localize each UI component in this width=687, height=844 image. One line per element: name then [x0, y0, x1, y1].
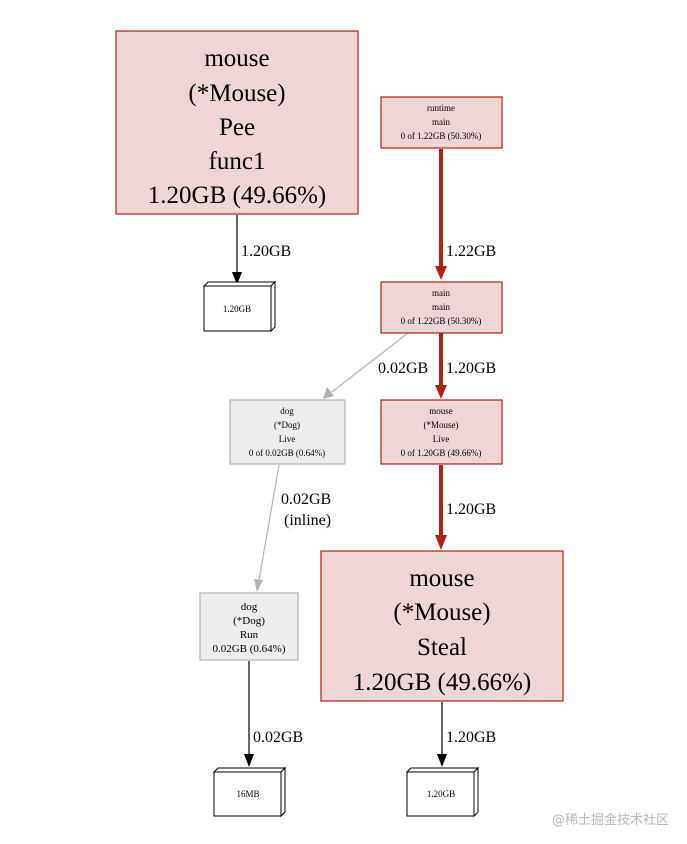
node-label-line: Run [240, 629, 259, 641]
edge-label-inline: (inline) [284, 512, 331, 529]
edge-label-main-dog: 0.02GB [378, 360, 428, 377]
node-label-line: main [432, 302, 450, 312]
alloc-box-steal: 1.20GB [405, 766, 480, 818]
node-label-value: 0 of 1.20GB (49.66%) [401, 448, 482, 458]
node-label-value: 0 of 0.02GB (0.64%) [249, 448, 325, 458]
alloc-box-label: 1.20GB [427, 789, 455, 799]
edge-label-runtime-main: 1.22GB [446, 243, 496, 260]
node-label-line: Pee [219, 114, 255, 141]
node-label-line: Live [433, 434, 450, 444]
edge-main-to-dog: 0.02GB [323, 332, 428, 399]
node-label-line: runtime [427, 103, 455, 113]
node-mouse-pee-func1: mouse (*Mouse) Pee func1 1.20GB (49.66%) [115, 30, 359, 215]
node-label-value: 0.02GB (0.64%) [212, 643, 285, 655]
node-label-value: 0 of 1.22GB (50.30%) [401, 316, 482, 326]
edge-label-steal-box: 1.20GB [446, 729, 496, 746]
node-label-line: dog [280, 406, 294, 416]
edge-pee-to-box: 1.20GB [232, 215, 291, 285]
edge-main-to-mouse-live: 1.20GB [435, 333, 496, 399]
alloc-box-pee: 1.20GB [202, 280, 277, 333]
node-label-line: (*Dog) [233, 615, 265, 627]
edge-steal-to-box: 1.20GB [437, 702, 496, 767]
node-label-line: Steal [417, 634, 467, 661]
edge-live-to-steal: 1.20GB [435, 465, 496, 550]
edge-label-dog-live-run: 0.02GB [281, 491, 331, 508]
node-label-line: (*Mouse) [393, 599, 490, 626]
node-label-line: (*Dog) [274, 420, 300, 430]
node-label-value: 0 of 1.22GB (50.30%) [401, 131, 482, 141]
edge-label-dog-run-box: 0.02GB [253, 729, 303, 746]
node-runtime-main: runtime main 0 of 1.22GB (50.30%) [380, 96, 503, 149]
edge-runtime-to-main: 1.22GB [435, 149, 496, 280]
node-label-line: mouse [204, 45, 269, 72]
edge-label-pee: 1.20GB [241, 243, 291, 260]
node-label-line: dog [241, 601, 258, 613]
node-label-line: Live [279, 434, 296, 444]
edge-dog-live-to-run: 0.02GB (inline) [254, 464, 331, 592]
node-mouse-steal: mouse (*Mouse) Steal 1.20GB (49.66%) [320, 550, 564, 702]
node-dog-live: dog (*Dog) Live 0 of 0.02GB (0.64%) [229, 399, 346, 465]
node-label-line: mouse [409, 565, 474, 592]
node-dog-run: dog (*Dog) Run 0.02GB (0.64%) [199, 592, 299, 661]
node-label-line: (*Mouse) [188, 80, 285, 107]
node-mouse-live: mouse (*Mouse) Live 0 of 1.20GB (49.66%) [380, 399, 503, 465]
node-label-value: 1.20GB (49.66%) [353, 669, 531, 696]
node-label-line: main [432, 288, 450, 298]
watermark: @稀土掘金技术社区 [551, 813, 669, 828]
node-label-line: (*Mouse) [424, 420, 459, 430]
alloc-box-label: 16MB [236, 789, 259, 799]
node-label-line: func1 [209, 148, 266, 175]
alloc-box-label: 1.20GB [223, 304, 251, 314]
edge-dog-run-to-box: 0.02GB [244, 661, 303, 767]
edge-label-main-mouse: 1.20GB [446, 360, 496, 377]
node-label-line: main [432, 117, 450, 127]
node-label-value: 1.20GB (49.66%) [148, 182, 326, 209]
alloc-box-dog: 16MB [212, 766, 287, 818]
node-label-line: mouse [429, 406, 453, 416]
edge-label-live-steal: 1.20GB [446, 501, 496, 518]
node-main-main: main main 0 of 1.22GB (50.30%) [380, 281, 503, 334]
